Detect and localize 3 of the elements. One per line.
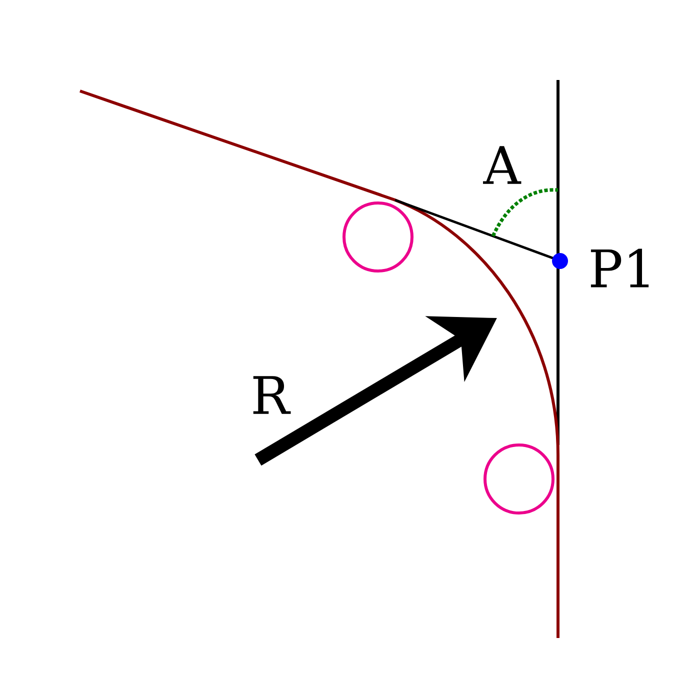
radius-label: R (253, 376, 291, 414)
point-label: P1 (590, 248, 649, 288)
angle-label: A (483, 146, 522, 184)
